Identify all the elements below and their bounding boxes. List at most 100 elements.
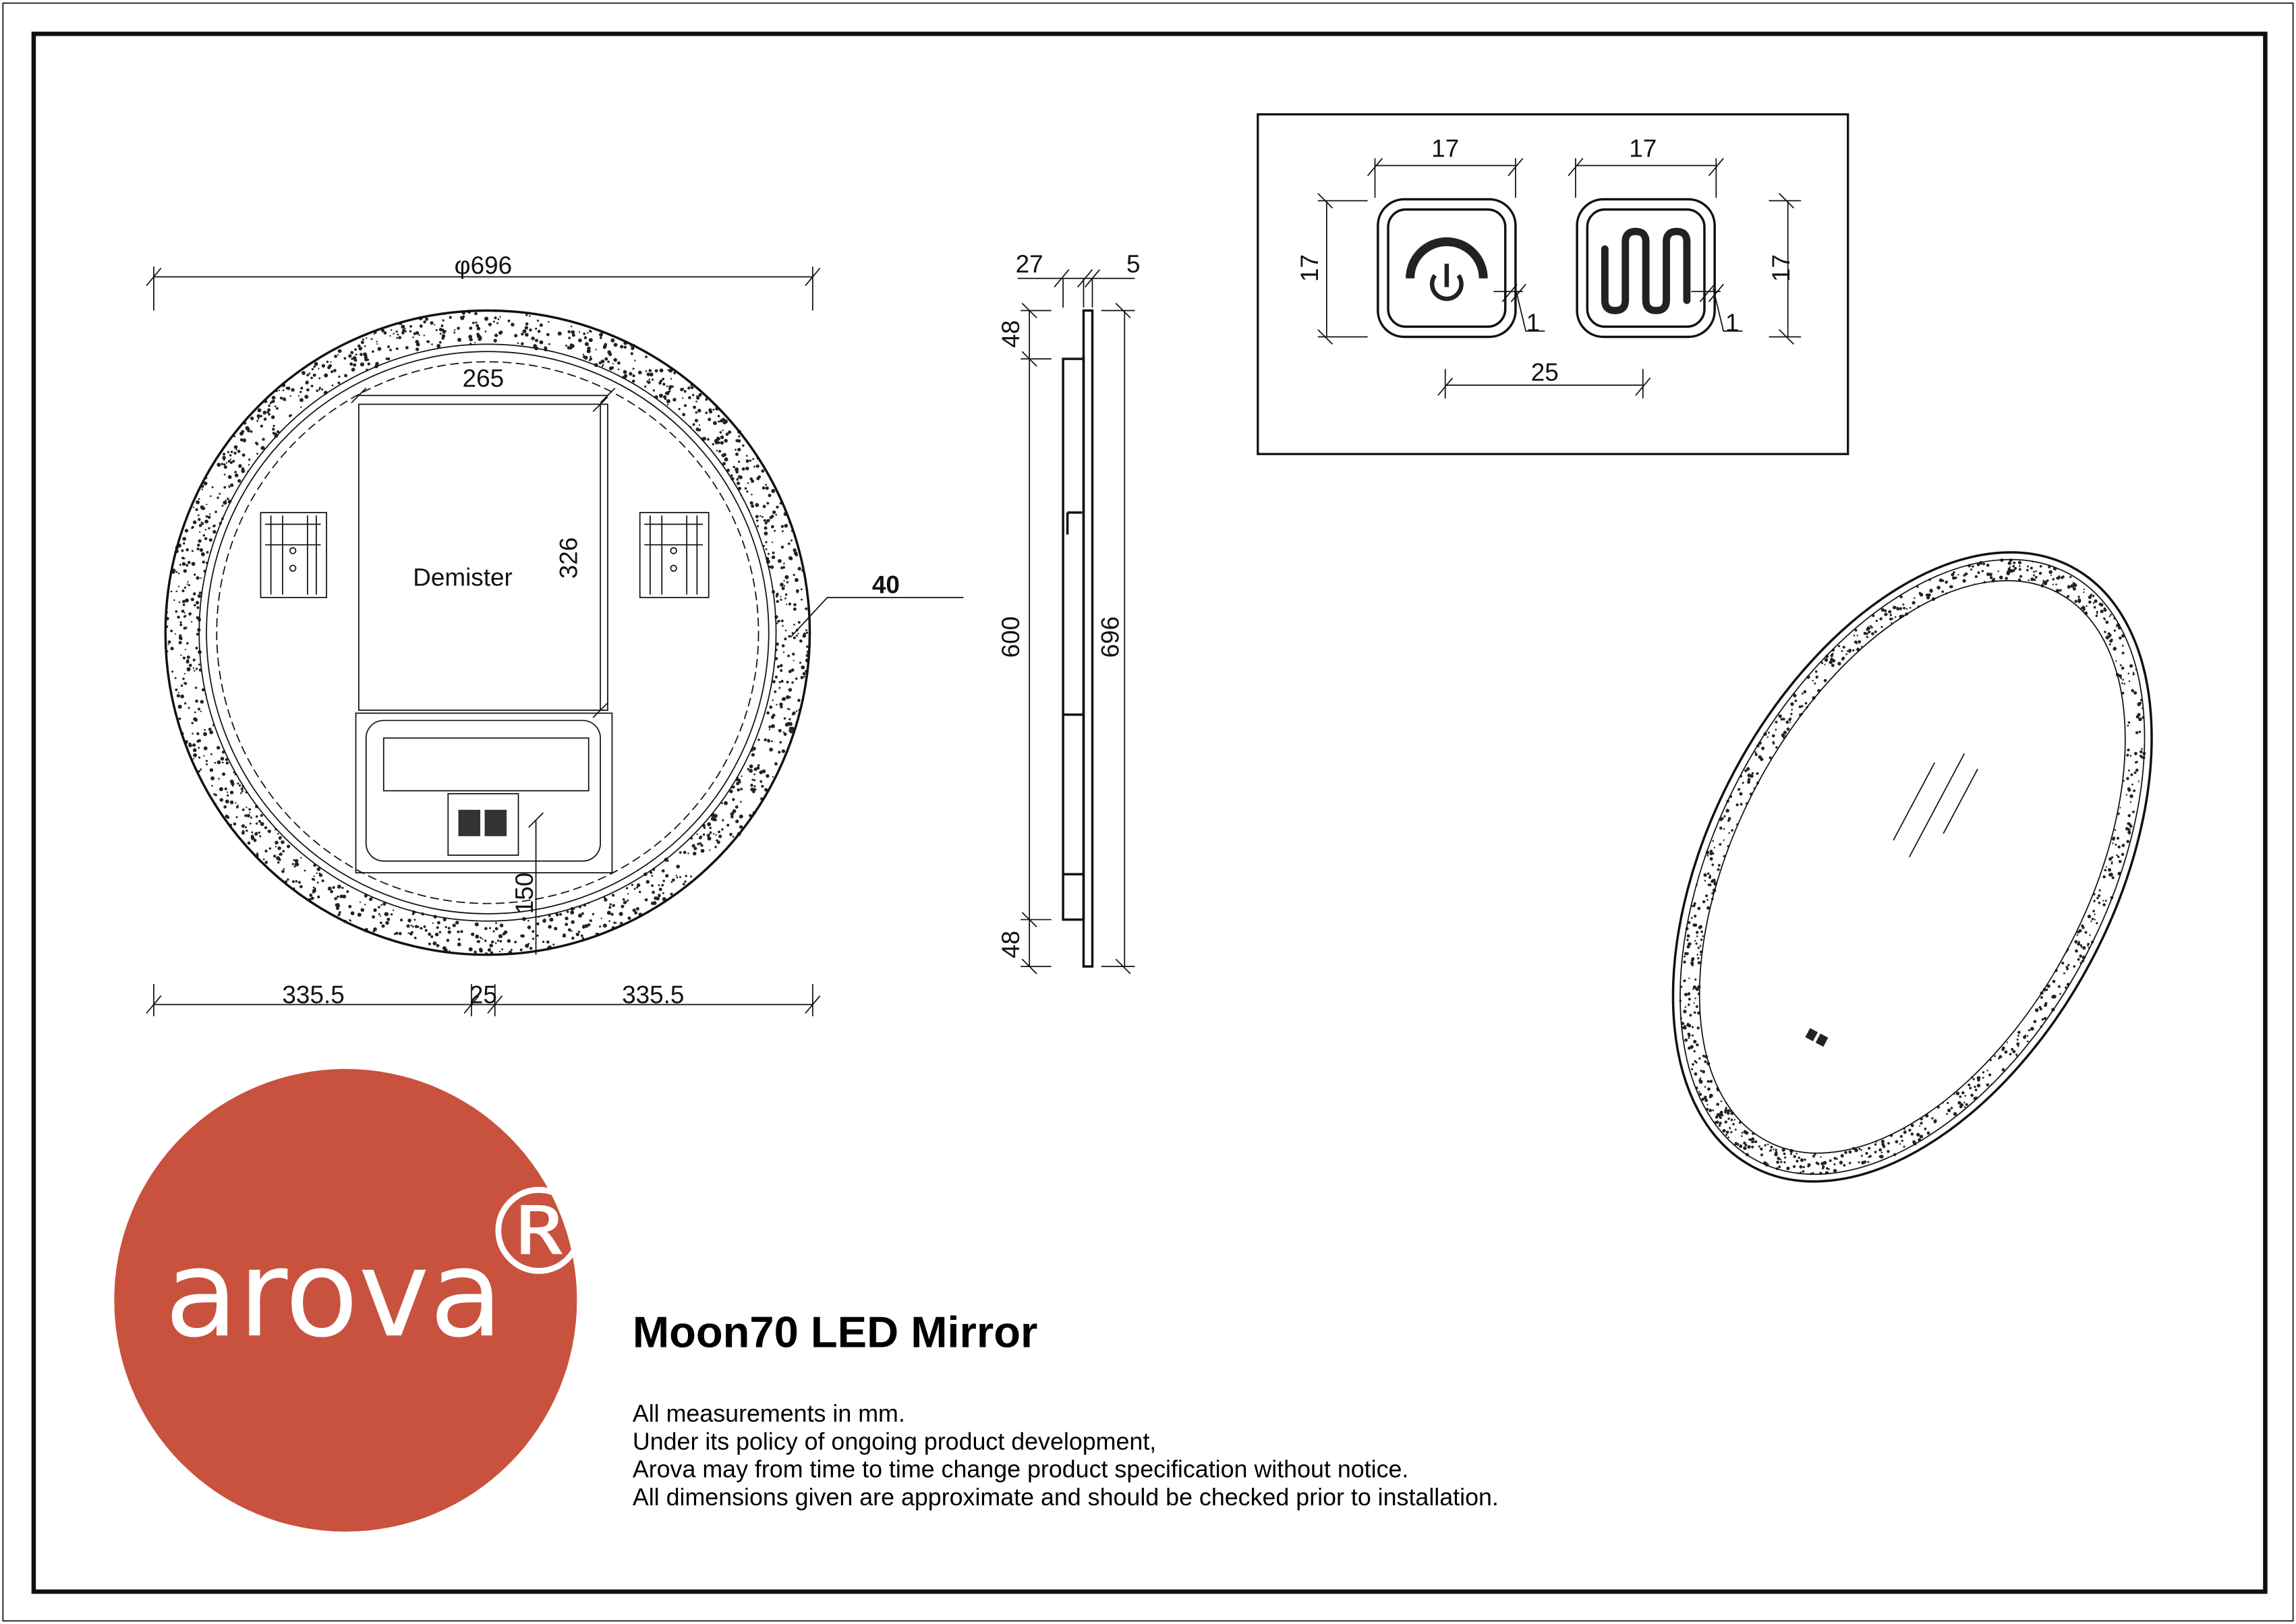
speckle-dot [197, 544, 200, 547]
speckle-dot [613, 921, 616, 924]
speckle-dot [174, 676, 177, 679]
speckle-dot [370, 338, 373, 341]
speckle-dot [1804, 701, 1808, 705]
speckle-dot [2065, 986, 2067, 989]
speckle-dot [791, 681, 794, 684]
speckle-dot [1747, 780, 1751, 784]
speckle-dot [630, 352, 633, 355]
speckle-dot [348, 354, 352, 358]
speckle-dot [250, 836, 255, 840]
speckle-dot [2121, 651, 2125, 655]
speckle-dot [195, 508, 198, 511]
speckle-dot [735, 805, 739, 809]
speckle-dot [1858, 1161, 1860, 1163]
speckle-dot [1868, 630, 1871, 634]
speckle-dot [442, 917, 447, 922]
speckle-dot [256, 414, 261, 418]
speckle-dot [218, 778, 220, 780]
speckle-dot [183, 569, 188, 573]
speckle-dot [1884, 609, 1887, 612]
speckle-dot [765, 486, 769, 490]
speckle-dot [1740, 803, 1743, 806]
demister-heater-icon [1601, 227, 1691, 314]
speckle-dot [629, 372, 633, 376]
speckle-dot [170, 590, 173, 593]
speckle-dot [651, 884, 654, 888]
speckle-dot [2121, 666, 2125, 670]
speckle-dot [179, 623, 183, 627]
speckle-dot [548, 925, 552, 929]
speckle-dot [260, 415, 263, 417]
speckle-dot [424, 929, 428, 932]
speckle-dot [1981, 570, 1984, 573]
speckle-dot [654, 369, 658, 373]
speckle-dot [449, 316, 452, 319]
speckle-dot [623, 370, 627, 374]
speckle-dot [185, 548, 190, 552]
speckle-dot [1822, 1167, 1825, 1170]
speckle-dot [281, 840, 285, 844]
speckle-dot [2121, 691, 2125, 695]
speckle-dot [390, 913, 393, 916]
speckle-dot [604, 357, 608, 361]
speckle-dot [401, 331, 405, 335]
speckle-dot [2119, 664, 2122, 666]
speckle-dot [1863, 1160, 1867, 1164]
speckle-dot [1827, 1167, 1830, 1171]
speckle-dot [327, 886, 332, 891]
speckle-dot [1686, 952, 1689, 956]
speckle-dot [648, 378, 651, 381]
speckle-dot [784, 629, 787, 632]
speckle-dot [1840, 1154, 1844, 1158]
speckle-dot [453, 329, 456, 331]
speckle-dot [318, 368, 320, 370]
speckle-dot [1719, 1122, 1721, 1124]
speckle-dot [436, 343, 441, 348]
speckle-dot [1955, 577, 1957, 579]
speckle-dot [290, 413, 293, 416]
speckle-dot [235, 448, 237, 451]
speckle-dot [227, 451, 229, 454]
speckle-dot [297, 881, 301, 884]
speckle-dot [709, 831, 712, 834]
speckle-dot [700, 848, 705, 853]
speckle-dot [696, 428, 699, 430]
speckle-dot [1722, 1129, 1726, 1133]
speckle-dot [707, 438, 710, 441]
speckle-dot [2105, 620, 2109, 625]
speckle-dot [1884, 612, 1888, 616]
speckle-dot [1866, 635, 1868, 638]
speckle-dot [2115, 843, 2117, 846]
speckle-dot [419, 324, 423, 328]
speckle-dot [1687, 992, 1691, 995]
speckle-dot [2017, 1031, 2021, 1035]
speckle-dot [476, 326, 481, 330]
speckle-dot [200, 699, 204, 704]
speckle-dot [1775, 746, 1778, 749]
speckle-dot [662, 892, 664, 894]
speckle-dot [788, 708, 791, 711]
speckle-dot [1743, 1146, 1747, 1151]
speckle-dot [2133, 751, 2137, 755]
frame-width-dim: 40 [872, 571, 900, 598]
speckle-dot [757, 475, 762, 479]
speckle-dot [2017, 1035, 2019, 1037]
speckle-dot [548, 343, 550, 345]
speckle-dot [1959, 1095, 1962, 1099]
speckle-dot [1747, 773, 1752, 778]
speckle-dot [432, 922, 434, 924]
speckle-dot [217, 496, 219, 499]
speckle-dot [1790, 713, 1793, 716]
speckle-dot [180, 694, 184, 699]
bottom-left-dim: 335.5 [282, 981, 344, 1008]
speckle-dot [1704, 879, 1706, 882]
speckle-dot [1783, 1156, 1787, 1159]
speckle-dot [1802, 1170, 1805, 1173]
speckle-dot [200, 552, 205, 556]
speckle-dot [278, 836, 282, 840]
speckle-dot [373, 908, 377, 912]
speckle-dot [1969, 1086, 1972, 1090]
speckle-dot [693, 851, 697, 856]
speckle-dot [740, 801, 742, 803]
speckle-dot [737, 482, 741, 486]
